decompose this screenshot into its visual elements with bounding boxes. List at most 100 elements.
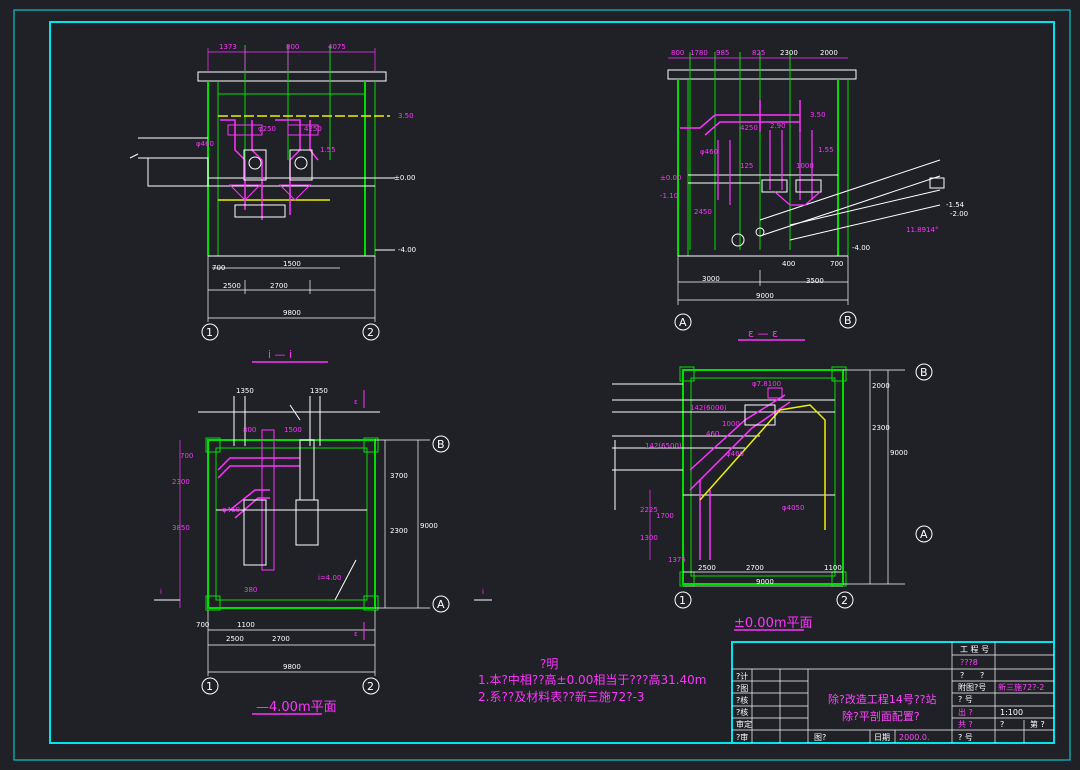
tb-left-label-5: 审定: [736, 719, 752, 729]
s2-top-dim-6: 2000: [820, 49, 838, 57]
p0-right-dim-3: 9000: [890, 449, 908, 457]
tb-footer-left: 图?: [814, 733, 826, 742]
s1-bottom-dim-1: 2500: [223, 282, 241, 290]
p0-bottom-dim-1: 2500: [698, 564, 716, 572]
plan-minus4-view: [154, 390, 492, 715]
p4-right-dim-1: 3700: [390, 472, 408, 480]
s2-duct-label-3: 125: [740, 162, 753, 170]
s2-level-1: 3.50: [810, 111, 826, 119]
s2-top-dim-5: 2300: [780, 49, 798, 57]
s2-level-6: -1.54: [946, 201, 965, 209]
tb-right-label-2: 共 ?: [958, 720, 973, 729]
s2-duct-label-1: φ460: [700, 148, 718, 156]
s1-sub-dim-1: 700: [212, 264, 225, 272]
p0-axis-2: 2: [841, 594, 848, 607]
title-block-text: 工 程 号 ???8 ? ? 附图?号 新三施72?-2 ? 号 出 ? 1:1…: [736, 645, 1045, 742]
tb-project-label: 工 程 号: [960, 645, 989, 654]
s2-duct-label-4: 1000: [796, 162, 814, 170]
tb-date-label: 日期: [874, 733, 890, 742]
p0-left-dim-3: 1300: [640, 534, 658, 542]
tb-scale-value: 1:100: [1000, 708, 1023, 717]
p0-label-7: φ460: [726, 450, 744, 458]
s2-level-5: -1.10: [660, 192, 678, 200]
p0-label-4: 1000: [722, 420, 740, 428]
tb-right-value-3: 第 ?: [1030, 719, 1045, 729]
tb-right-value-2: ?: [1000, 720, 1004, 729]
p4-cut-mark-4: ε: [354, 630, 358, 638]
p0-axis-1: 1: [679, 594, 686, 607]
p4-title: —4.00m平面: [256, 700, 337, 715]
notes-line-2: 2.系??及材料表??新三施72?-3: [478, 689, 645, 704]
p4-bottom-dim-2: 1100: [237, 621, 255, 629]
s1-top-dim-2: 800: [286, 43, 299, 51]
p4-left-dim-2: 2300: [172, 478, 190, 486]
tb-scale-label: ? 号: [958, 695, 973, 704]
s2-axis-b: B: [844, 314, 852, 327]
s2-level-9: 11.8914°: [906, 226, 938, 234]
p4-cut-mark-2: i: [482, 588, 484, 596]
s1-level-4: 1.55: [320, 146, 336, 154]
p0-label-5: 460: [706, 430, 719, 438]
p4-bottom-dim-4: 2700: [272, 635, 290, 643]
p4-cut-mark-1: i: [160, 588, 162, 596]
s1-top-dim-3: 4075: [328, 43, 346, 51]
tb-drawing-no-label: 附图?号: [958, 682, 986, 692]
p0-left-dim-1: 2225: [640, 506, 658, 514]
s2-level-7: -2.00: [950, 210, 968, 218]
s1-level-1: 3.50: [398, 112, 414, 120]
p0-right-dim-2: 2300: [872, 424, 890, 432]
p0-axis-b: B: [920, 366, 928, 379]
s2-top-dim-4: 825: [752, 49, 765, 57]
tb-row2-a: ?: [960, 671, 964, 680]
s1-duct-label-2: 4250: [304, 125, 322, 133]
p0-label-6: φ4050: [782, 504, 804, 512]
plan-0-view: [612, 363, 933, 631]
section-1-labels: 1373 800 4075 φ250 4250 φ460 3.50 ±0.00 …: [196, 43, 416, 361]
s1-top-dim-1: 1373: [219, 43, 237, 51]
s2-top-dim-1: 800: [671, 49, 684, 57]
p4-inner-dim-2: 1500: [284, 426, 302, 434]
p4-bottom-dim-3: 2500: [226, 635, 244, 643]
p0-label-1: φ7.8100: [752, 380, 781, 388]
s1-duct-label-4: φ460: [196, 140, 214, 148]
s2-sub-dim-4: 700: [830, 260, 843, 268]
tb-row2-b: ?: [980, 671, 984, 680]
section-2-labels: 800 1780 985 825 2300 2000 φ460 4250 125…: [660, 49, 968, 340]
s1-level-3: -4.00: [398, 246, 416, 254]
p4-right-dim-2: 2300: [390, 527, 408, 535]
p4-cut-mark-3: ε: [354, 398, 358, 406]
title-block: [731, 641, 1055, 744]
tb-left-label-1: ?计: [736, 671, 748, 681]
s2-duct-label-2: 4250: [740, 124, 758, 132]
s2-level-2: 2.90: [770, 122, 786, 130]
s1-bottom-dim-2: 2700: [270, 282, 288, 290]
tb-right-label-3: ? 号: [958, 733, 973, 742]
p4-top-dim-2: 1350: [310, 387, 328, 395]
tb-left-label-6: ?审: [736, 732, 748, 742]
notes-heading: ?明: [540, 657, 558, 671]
plan-0-labels: φ7.8100 142(6000) 142(6500) 1000 460 φ40…: [640, 366, 928, 631]
p0-left-dim-2: 1700: [656, 512, 674, 520]
tb-left-label-3: ?核: [736, 695, 748, 705]
tb-main-title-1: 除?改造工程14号??站: [828, 692, 937, 706]
tb-left-label-4: ?核: [736, 707, 748, 717]
p4-right-dim-3: 9000: [420, 522, 438, 530]
s2-bottom-dim-3: 9000: [756, 292, 774, 300]
p4-axis-a: A: [437, 598, 445, 611]
p0-label-8: 1375: [668, 556, 686, 564]
s1-axis-1: 1: [206, 326, 213, 339]
p4-inner-dim-1: 800: [243, 426, 256, 434]
s2-axis-a: A: [679, 316, 687, 329]
plan-minus4-labels: 1350 1350 800 1500 700 2300 3850 3700 23…: [160, 387, 484, 715]
p4-bottom-dim-1: 700: [196, 621, 209, 629]
notes-line-1: 1.本?中相??高±0.00相当于???高31.40m: [478, 672, 706, 687]
s2-level-4: ±0.00: [660, 174, 681, 182]
s2-level-8: -4.00: [852, 244, 870, 252]
s1-sub-dim-2: 1500: [283, 260, 301, 268]
s2-sub-dim-3: 400: [782, 260, 795, 268]
notes: ?明 1.本?中相??高±0.00相当于???高31.40m 2.系??及材料表…: [478, 657, 706, 704]
p4-label-3: i=4.00: [318, 574, 341, 582]
p0-axis-a: A: [920, 528, 928, 541]
